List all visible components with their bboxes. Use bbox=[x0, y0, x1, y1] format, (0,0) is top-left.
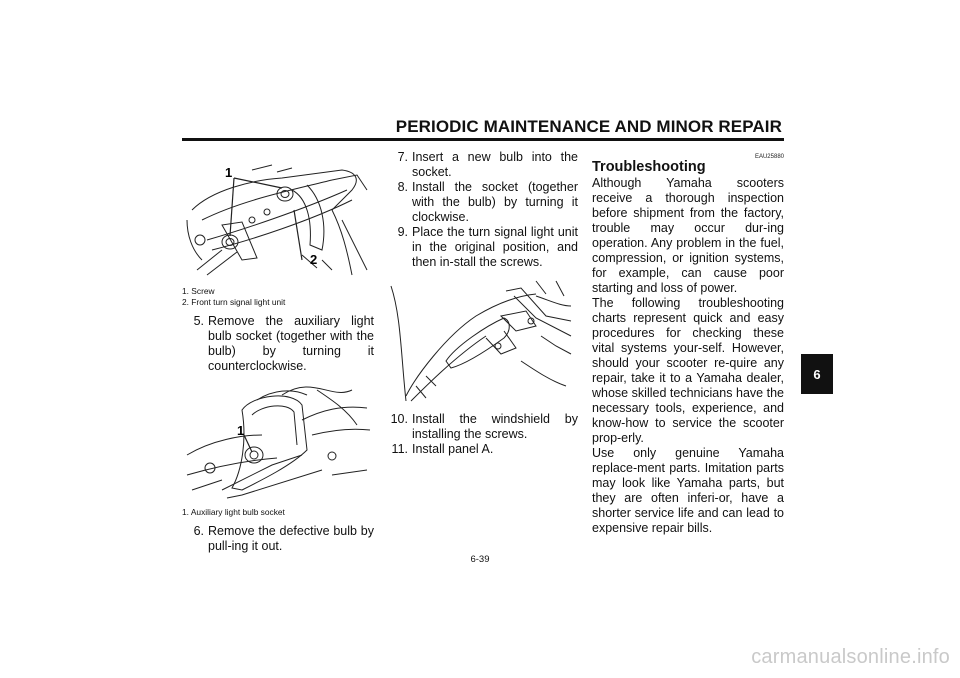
step-number: 6. bbox=[193, 524, 204, 538]
paragraph-2: The following troubleshooting charts rep… bbox=[592, 296, 784, 445]
figure-auxiliary-bulb-socket: 1 bbox=[186, 386, 371, 499]
step-text: Place the turn signal light unit in the … bbox=[412, 225, 578, 269]
step-5: 5. Remove the auxiliary light bulb socke… bbox=[182, 314, 374, 374]
step-number: 5. bbox=[193, 314, 204, 328]
column-middle: 7. Insert a new bulb into the socket. 8.… bbox=[386, 150, 578, 457]
figure-windshield bbox=[390, 280, 572, 402]
figure1-callout-1: 1 bbox=[225, 165, 232, 180]
step-number: 8. bbox=[397, 180, 408, 194]
step-8: 8. Install the socket (together with the… bbox=[386, 180, 578, 225]
step-text: Install panel A. bbox=[412, 442, 494, 456]
paragraph-1: Although Yamaha scooters receive a thoro… bbox=[592, 176, 784, 295]
step-10: 10. Install the windshield by installing… bbox=[386, 412, 578, 442]
column-right: EAU25880 Troubleshooting Although Yamaha… bbox=[592, 150, 784, 536]
watermark: carmanualsonline.info bbox=[751, 646, 950, 668]
step-number: 10. bbox=[390, 412, 408, 426]
step-9: 9. Place the turn signal light unit in t… bbox=[386, 225, 578, 270]
chapter-tab: 6 bbox=[801, 354, 833, 394]
step-text: Remove the auxiliary light bulb socket (… bbox=[208, 314, 374, 373]
figure-turn-signal-unit: 1 2 bbox=[186, 164, 368, 276]
step-11: 11. Install panel A. bbox=[386, 442, 578, 457]
step-number: 11. bbox=[391, 442, 408, 456]
figure1-callout-2: 2 bbox=[310, 252, 317, 267]
column-left: 1 2 1. Screw 2. Front turn signal light … bbox=[182, 150, 374, 554]
section-code: EAU25880 bbox=[754, 154, 784, 160]
step-text: Install the socket (together with the bu… bbox=[412, 180, 578, 224]
step-7: 7. Insert a new bulb into the socket. bbox=[386, 150, 578, 180]
page-title: PERIODIC MAINTENANCE AND MINOR REPAIR bbox=[395, 117, 782, 136]
step-text: Install the windshield by installing the… bbox=[412, 412, 578, 441]
caption-line: 2. Front turn signal light unit bbox=[182, 297, 286, 307]
header-rule bbox=[182, 138, 784, 141]
step-number: 9. bbox=[397, 225, 408, 239]
figure2-caption: 1. Auxiliary light bulb socket bbox=[182, 507, 374, 518]
step-text: Insert a new bulb into the socket. bbox=[412, 150, 578, 179]
figure1-caption: 1. Screw 2. Front turn signal light unit bbox=[182, 286, 374, 308]
caption-line: 1. Screw bbox=[182, 286, 215, 296]
paragraph-3: Use only genuine Yamaha replace-ment par… bbox=[592, 446, 784, 535]
caption-line: 1. Auxiliary light bulb socket bbox=[182, 507, 285, 517]
step-text: Remove the defective bulb by pull-ing it… bbox=[208, 524, 374, 553]
figure2-callout-1: 1 bbox=[237, 423, 244, 438]
step-6: 6. Remove the defective bulb by pull-ing… bbox=[182, 524, 374, 554]
section-heading: Troubleshooting bbox=[592, 159, 706, 175]
step-number: 7. bbox=[397, 150, 408, 164]
page-number: 6-39 bbox=[470, 554, 490, 565]
